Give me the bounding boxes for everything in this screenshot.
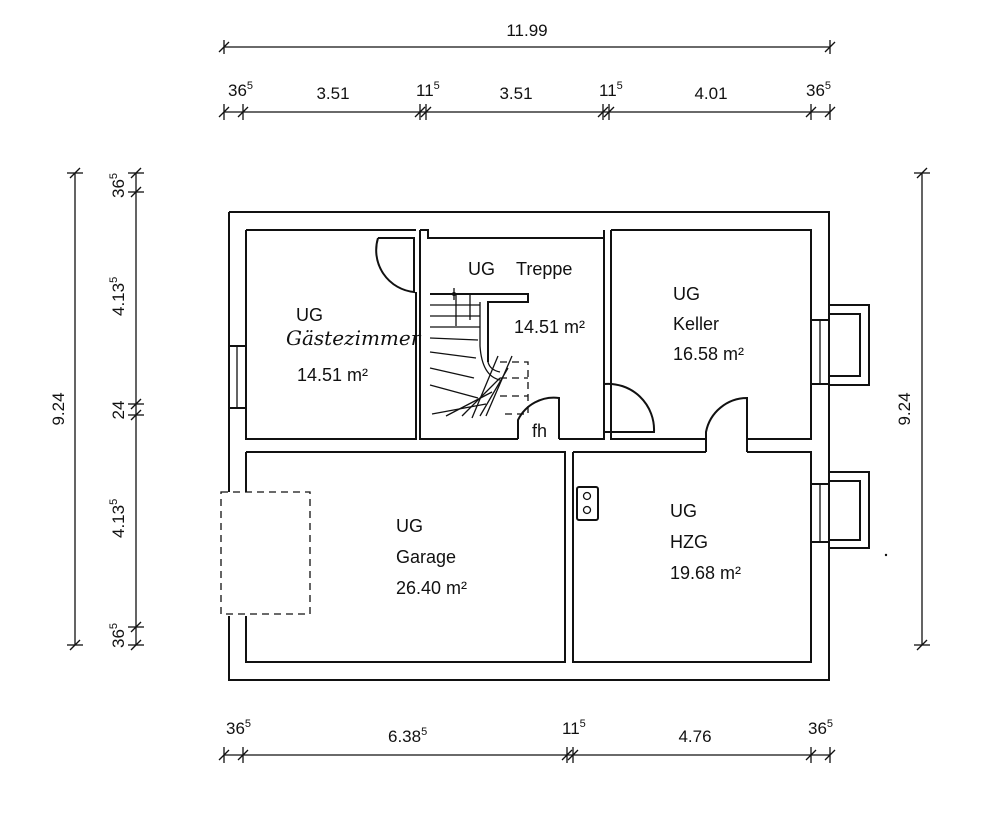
room-name-label: Garage xyxy=(396,547,456,567)
bottom-seg-1: 365 xyxy=(226,718,251,738)
door-swings xyxy=(375,237,748,452)
right-dimension-chain: 9.24 xyxy=(895,167,930,651)
room-level-label: UG xyxy=(468,259,495,279)
top-overall-dimension: 11.99 xyxy=(506,21,547,40)
stray-dot xyxy=(884,553,888,557)
top-seg-4: 3.51 xyxy=(499,84,532,103)
top-seg-7: 365 xyxy=(806,80,831,100)
room-level-label: UG xyxy=(670,501,697,521)
top-seg-3: 115 xyxy=(416,80,440,100)
fh-label: fh xyxy=(532,421,547,441)
bottom-dimension-chain: 365 6.385 115 4.76 365 xyxy=(218,718,836,763)
bottom-seg-4: 4.76 xyxy=(678,727,711,746)
windows xyxy=(228,304,870,549)
room-name-label: Keller xyxy=(673,314,719,334)
room-level-label: UG xyxy=(396,516,423,536)
room-level-label: UG xyxy=(296,305,323,325)
room-gaestezimmer: UG Gästezimmer 14.51 m² xyxy=(286,305,422,385)
top-dimension-chain: 11.99 365 3.51 115 3.51 115 4.01 365 xyxy=(218,21,836,120)
room-name-label: HZG xyxy=(670,532,708,552)
room-treppe: UG Treppe 14.51 m² xyxy=(468,259,585,337)
room-keller: UG Keller 16.58 m² xyxy=(673,284,744,364)
bottom-seg-3: 115 xyxy=(562,718,586,738)
door-gaestezimmer xyxy=(375,237,415,294)
garage-door-swing xyxy=(220,491,311,615)
room-level-label: UG xyxy=(673,284,700,304)
door-treppe-fh xyxy=(517,396,560,439)
top-seg-2: 3.51 xyxy=(316,84,349,103)
room-garage: UG Garage 26.40 m² xyxy=(396,516,467,598)
bottom-seg-5: 365 xyxy=(808,718,833,738)
left-seg-4: 4.135 xyxy=(108,499,128,538)
top-seg-1: 365 xyxy=(228,80,253,100)
building-walls xyxy=(228,211,830,681)
heating-unit xyxy=(576,486,599,521)
room-area-label: 16.58 m² xyxy=(673,344,744,364)
door-keller-left xyxy=(603,382,656,433)
room-area-label: 14.51 m² xyxy=(297,365,368,385)
room-hzg: UG HZG 19.68 m² xyxy=(670,501,741,583)
left-seg-1: 365 xyxy=(108,173,128,198)
top-seg-5: 115 xyxy=(599,80,623,100)
bottom-seg-2: 6.385 xyxy=(388,726,427,746)
door-hzg xyxy=(705,396,748,452)
room-area-label: 19.68 m² xyxy=(670,563,741,583)
room-area-label: 26.40 m² xyxy=(396,578,467,598)
right-overall-dimension: 9.24 xyxy=(895,392,914,425)
top-seg-6: 4.01 xyxy=(694,84,727,103)
left-dimension-chain: 9.24 365 4.135 24 4.135 365 xyxy=(49,167,144,651)
room-name-label: Gästezimmer xyxy=(286,326,422,350)
room-area-label: 14.51 m² xyxy=(514,317,585,337)
left-overall-dimension: 9.24 xyxy=(49,392,68,425)
staircase xyxy=(429,288,529,419)
left-seg-2: 4.135 xyxy=(108,277,128,316)
left-seg-5: 365 xyxy=(108,623,128,648)
room-name-label: Treppe xyxy=(516,259,572,279)
left-seg-3: 24 xyxy=(109,401,128,420)
